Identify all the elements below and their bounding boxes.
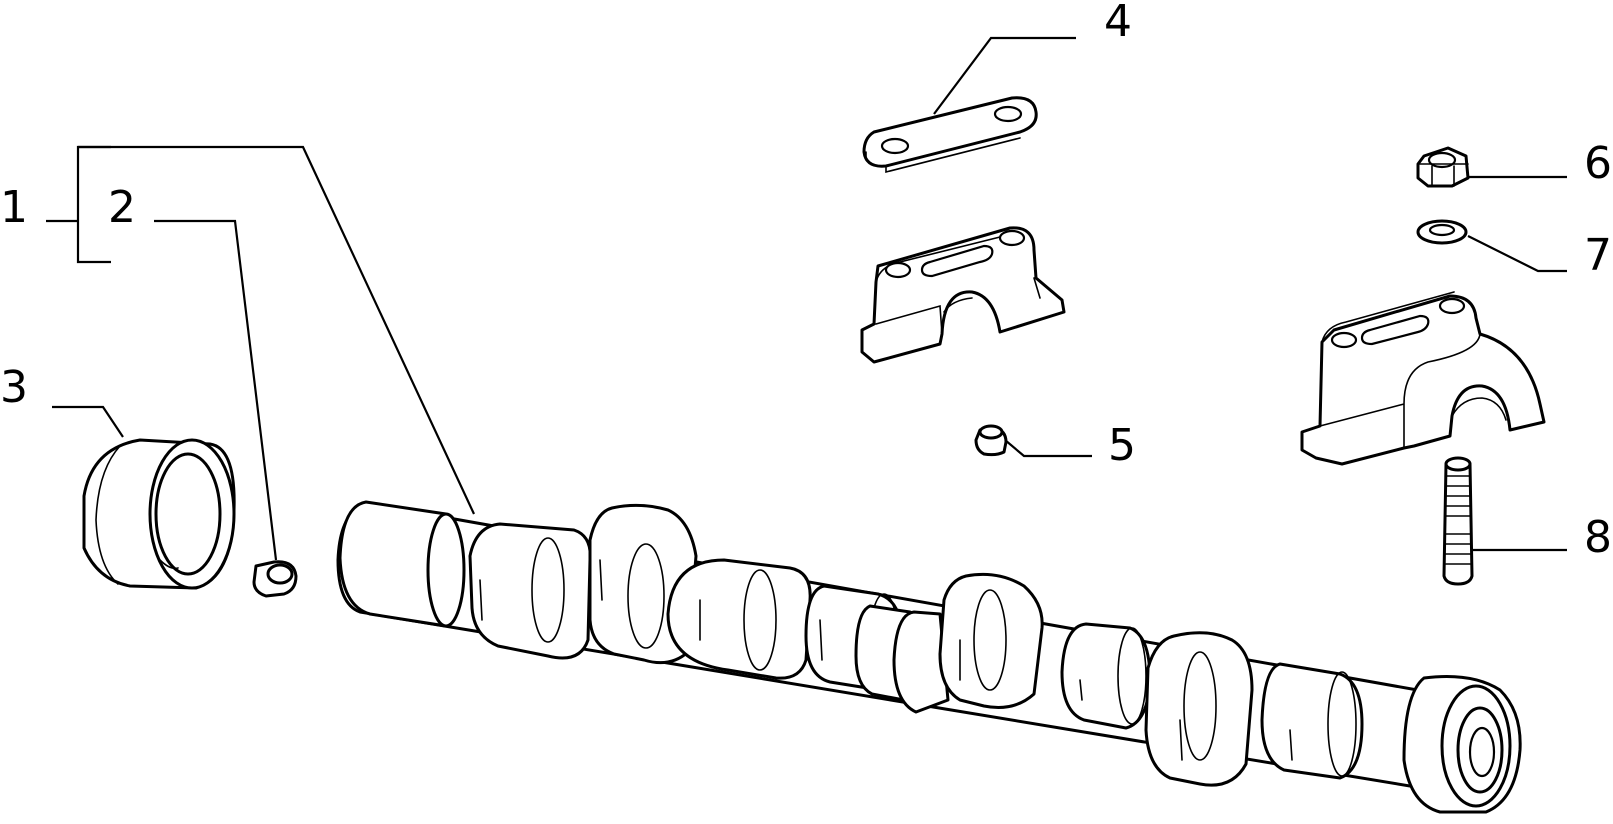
callout-4: 4 xyxy=(1104,0,1132,47)
leader-lines xyxy=(46,36,1567,561)
callout-6: 6 xyxy=(1584,138,1612,189)
dowel-pin-mid xyxy=(974,424,1008,457)
retaining-plate xyxy=(862,96,1038,174)
callout-3: 3 xyxy=(0,362,28,413)
stud xyxy=(1442,456,1474,586)
dowel-pin-small xyxy=(252,560,298,598)
bearing-cap-right xyxy=(1300,291,1546,466)
callout-5: 5 xyxy=(1108,420,1136,471)
callout-2: 2 xyxy=(108,182,136,233)
callout-7: 7 xyxy=(1584,230,1612,281)
nut xyxy=(1416,146,1470,188)
washer xyxy=(1416,219,1468,245)
bushing xyxy=(82,438,236,590)
bearing-cap-upper xyxy=(860,226,1066,364)
callout-8: 8 xyxy=(1584,512,1612,563)
camshaft xyxy=(336,500,1522,814)
callout-1: 1 xyxy=(0,182,28,233)
